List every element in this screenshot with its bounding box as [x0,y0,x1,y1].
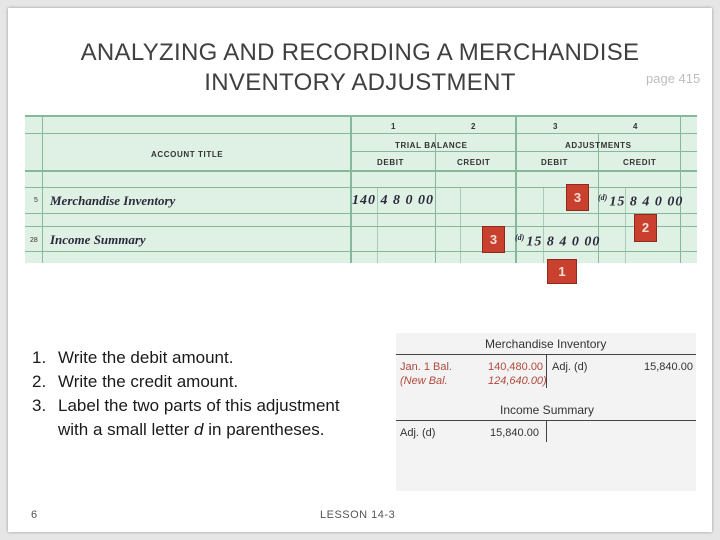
step-text: Write the debit amount. [58,348,234,367]
adj-debit-header: DEBIT [541,158,568,167]
tb-debit-header: DEBIT [377,158,404,167]
step-text: Label the two parts of this adjustment w… [58,396,340,439]
step-item-2: 2. Write the credit amount. [32,370,362,394]
page-reference: page 415 [646,71,701,86]
slide-number: 6 [31,509,38,521]
line-number-28: 28 [30,237,38,244]
line-number-5: 5 [34,197,38,204]
trial-balance-header: TRIAL BALANCE [395,141,468,150]
account-merchandise-inventory: Merchandise Inventory [50,193,176,208]
column-number-2: 2 [471,122,476,131]
step-text-end: in parentheses. [203,420,325,439]
step-number: 2. [32,372,47,391]
column-number-1: 1 [391,122,396,131]
step-item-3: 3. Label the two parts of this adjustmen… [32,394,362,442]
step-item-1: 1. Write the debit amount. [32,346,362,370]
t-accounts-image: Merchandise Inventory Jan. 1 Bal. 140,48… [396,333,696,491]
callout-badge-2: 2 [634,214,657,242]
step-number: 1. [32,348,47,367]
steps-list: 1. Write the debit amount. 2. Write the … [32,346,362,442]
slide-title: ANALYZING AND RECORDING A MERCHANDISE IN… [40,38,680,98]
adj-credit-t-amount: 15,840.00 [644,361,693,373]
account-income-summary: Income Summary [50,232,146,247]
worksheet-image: 1 2 3 4 ACCOUNT TITLE TRIAL BALANCE ADJU… [25,115,697,263]
adj-debit-t-label: Adj. (d) [400,427,436,439]
adj-debit-t-amount: 15,840.00 [490,427,539,439]
merchandise-inventory-t-title: Merchandise Inventory [485,337,607,351]
adj-credit-label: (d) [598,193,608,202]
footer-lesson: LESSON 14-3 [320,509,396,521]
adj-debit-label: (d) [515,233,525,242]
jan-balance-label: Jan. 1 Bal. [400,361,452,373]
new-balance-label: (New Bal. [400,375,448,387]
tb-credit-header: CREDIT [457,158,491,167]
adj-credit-amount: (d)15 8 4 0 00 [598,193,683,211]
step-text: Write the credit amount. [58,372,239,391]
adj-debit-value: 15 8 4 0 00 [526,234,601,250]
tb-debit-amount: 140 4 8 0 00 [352,193,434,208]
account-title-header: ACCOUNT TITLE [151,150,224,159]
column-number-3: 3 [553,122,558,131]
title-line-1: ANALYZING AND RECORDING A MERCHANDISE [80,39,640,66]
callout-badge-1: 1 [547,259,577,284]
callout-badge-3-credit: 3 [566,184,589,211]
income-summary-t-title: Income Summary [500,403,595,417]
step-text-emphasis: d [194,420,204,439]
column-number-4: 4 [633,122,638,131]
adjustments-header: ADJUSTMENTS [565,141,632,150]
callout-badge-3-debit: 3 [482,226,505,253]
new-balance-amount: 124,640.00) [488,375,547,387]
step-number: 3. [32,396,47,415]
adj-credit-t-label: Adj. (d) [552,361,588,373]
jan-balance-amount: 140,480.00 [488,361,544,373]
adj-debit-amount: (d)15 8 4 0 00 [515,233,600,251]
adj-credit-value: 15 8 4 0 00 [609,194,684,210]
adj-credit-header: CREDIT [623,158,657,167]
title-line-2: INVENTORY ADJUSTMENT [204,69,516,96]
